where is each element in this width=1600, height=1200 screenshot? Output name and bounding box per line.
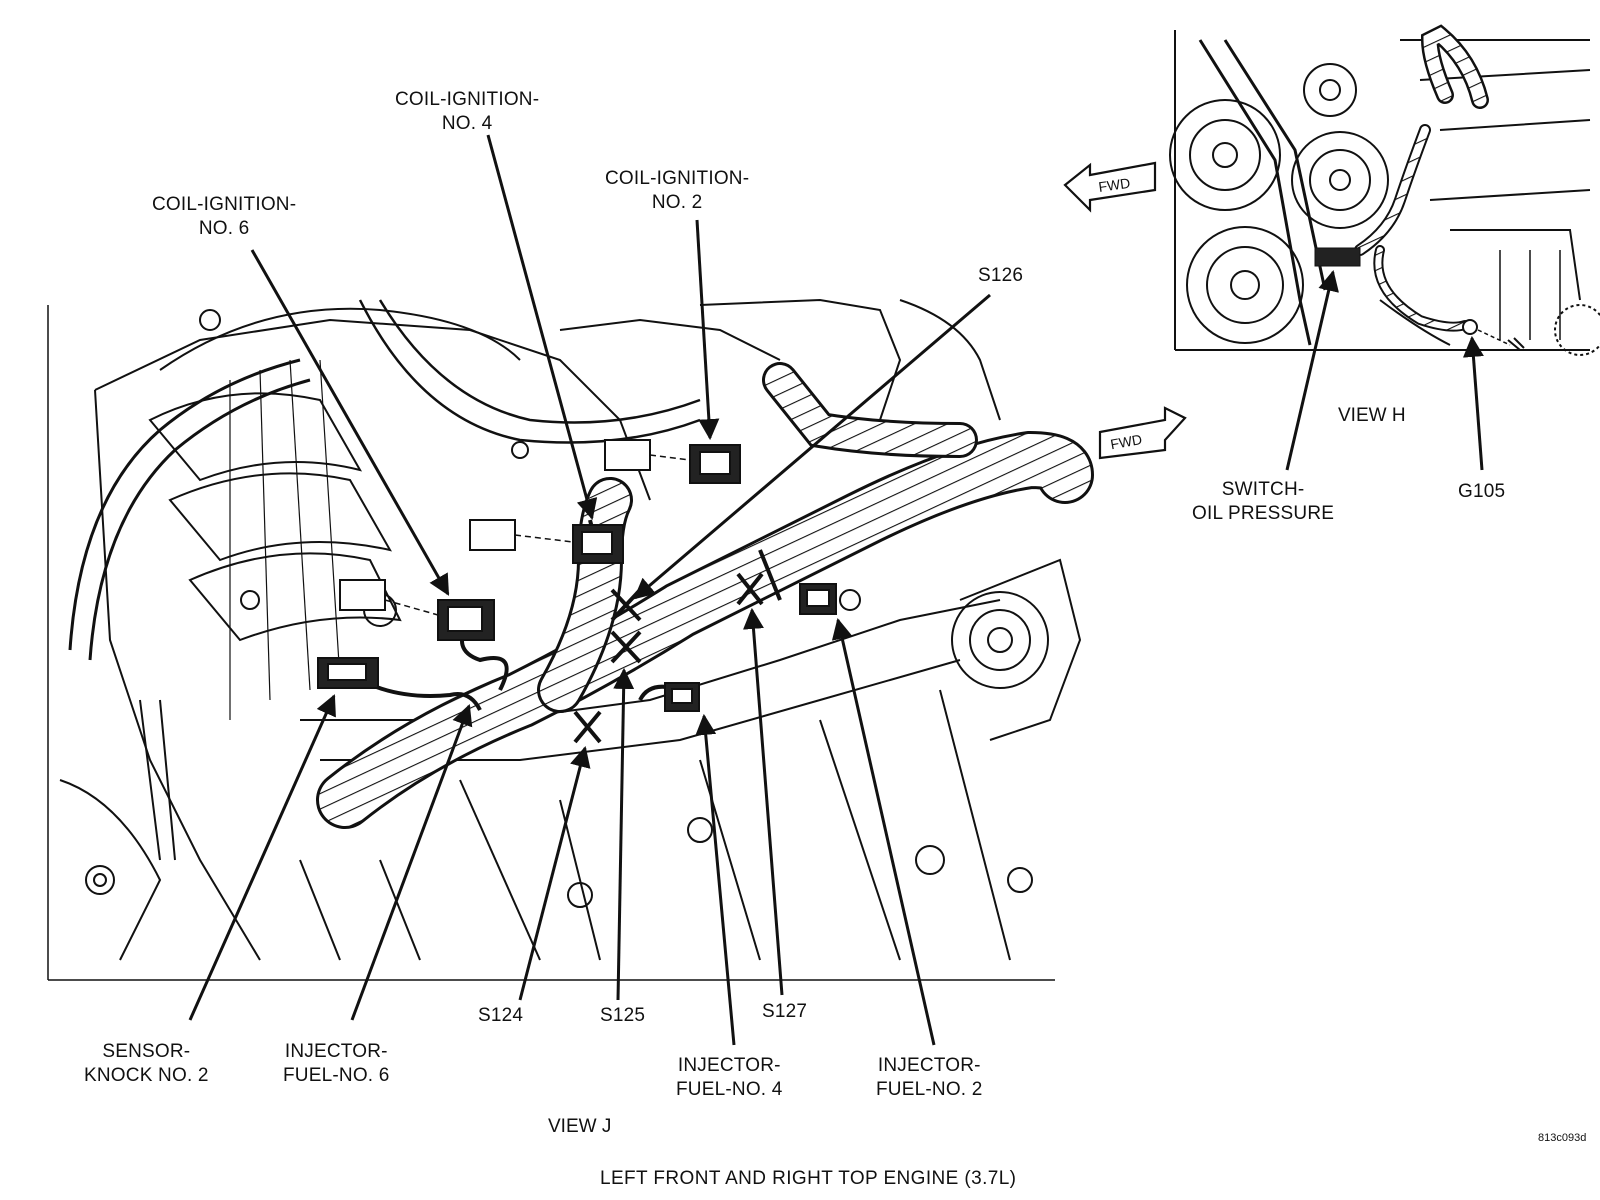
connectors: [317, 439, 837, 712]
label-splice-s125: S125: [600, 1004, 645, 1028]
fwd-label-right: FWD: [1109, 431, 1143, 452]
fwd-arrow-left: FWD: [1063, 161, 1157, 213]
splice-marks: [573, 572, 764, 744]
label-switch-line2: OIL PRESSURE: [1192, 503, 1335, 524]
label-injector-no4-line2: FUEL-NO. 4: [676, 1079, 783, 1100]
view-h-label: VIEW H: [1338, 405, 1406, 426]
injector-no4-connector: [664, 682, 700, 712]
label-g105-text: G105: [1458, 481, 1506, 502]
label-coil-no4-line2: NO. 4: [441, 113, 493, 134]
label-injector-fuel-no6: INJECTOR- FUEL-NO. 6: [283, 1040, 390, 1088]
label-injector-no2-line2: FUEL-NO. 2: [876, 1079, 983, 1100]
view-j-label: VIEW J: [548, 1116, 612, 1137]
view-h-harness: [1314, 24, 1525, 351]
oil-pressure-switch-connector: [1314, 247, 1361, 267]
label-injector-no2-line1: INJECTOR-: [877, 1055, 981, 1076]
wiring-harness: [316, 362, 1094, 829]
label-ground-g105: G105: [1458, 480, 1505, 504]
label-injector-no6-line1: INJECTOR-: [284, 1041, 388, 1062]
fwd-label-left: FWD: [1097, 175, 1131, 195]
figure-caption: LEFT FRONT AND RIGHT TOP ENGINE (3.7L): [600, 1168, 1017, 1189]
label-coil-ignition-no2: COIL-IGNITION- NO. 2: [605, 167, 749, 215]
label-s125-text: S125: [600, 1005, 646, 1026]
view-h-inset-art: [1169, 30, 1600, 356]
figure-code: 813c093d: [1538, 1132, 1587, 1144]
label-s127-text: S127: [762, 1001, 808, 1022]
label-sensor-knock-no2: SENSOR- KNOCK NO. 2: [84, 1040, 209, 1088]
coil-no4-connector: [572, 524, 624, 564]
coil-housing-1: [604, 439, 651, 471]
knock-sensor-connector: [317, 657, 379, 689]
coil-housing-3: [339, 579, 386, 611]
label-switch-line1: SWITCH-: [1221, 479, 1305, 500]
coil-no2-connector: [689, 444, 741, 484]
coil-no6-connector: [437, 599, 495, 641]
label-splice-s124: S124: [478, 1004, 523, 1028]
ground-bolt: [1507, 337, 1525, 351]
label-s126-text: S126: [978, 265, 1024, 286]
label-injector-no4-line1: INJECTOR-: [677, 1055, 781, 1076]
label-coil-no4-line1: COIL-IGNITION-: [395, 89, 540, 110]
label-coil-no2-line1: COIL-IGNITION-: [605, 168, 750, 189]
label-coil-no2-line2: NO. 2: [651, 192, 703, 213]
injector-no2-connector: [799, 583, 837, 615]
fwd-arrow-right: FWD: [1098, 406, 1187, 460]
label-switch-oil-pressure: SWITCH- OIL PRESSURE: [1192, 478, 1334, 526]
view-j-engine-art: [47, 298, 1082, 981]
label-injector-fuel-no4: INJECTOR- FUEL-NO. 4: [676, 1054, 783, 1102]
coil-housing-2: [469, 519, 516, 551]
g105-ground-eyelet: [1462, 319, 1478, 335]
label-coil-no6-line1: COIL-IGNITION-: [152, 194, 297, 215]
label-injector-no6-line2: FUEL-NO. 6: [283, 1065, 390, 1086]
label-coil-no6-line2: NO. 6: [198, 218, 250, 239]
label-coil-ignition-no4: COIL-IGNITION- NO. 4: [395, 88, 539, 136]
label-splice-s127: S127: [762, 1000, 807, 1024]
label-s124-text: S124: [478, 1005, 524, 1026]
label-splice-s126: S126: [978, 264, 1023, 288]
label-injector-fuel-no2: INJECTOR- FUEL-NO. 2: [876, 1054, 983, 1102]
label-coil-ignition-no6: COIL-IGNITION- NO. 6: [152, 193, 296, 241]
label-sensor-line1: SENSOR-: [102, 1041, 191, 1062]
leader-lines: [188, 134, 1484, 1046]
label-sensor-line2: KNOCK NO. 2: [84, 1065, 209, 1086]
